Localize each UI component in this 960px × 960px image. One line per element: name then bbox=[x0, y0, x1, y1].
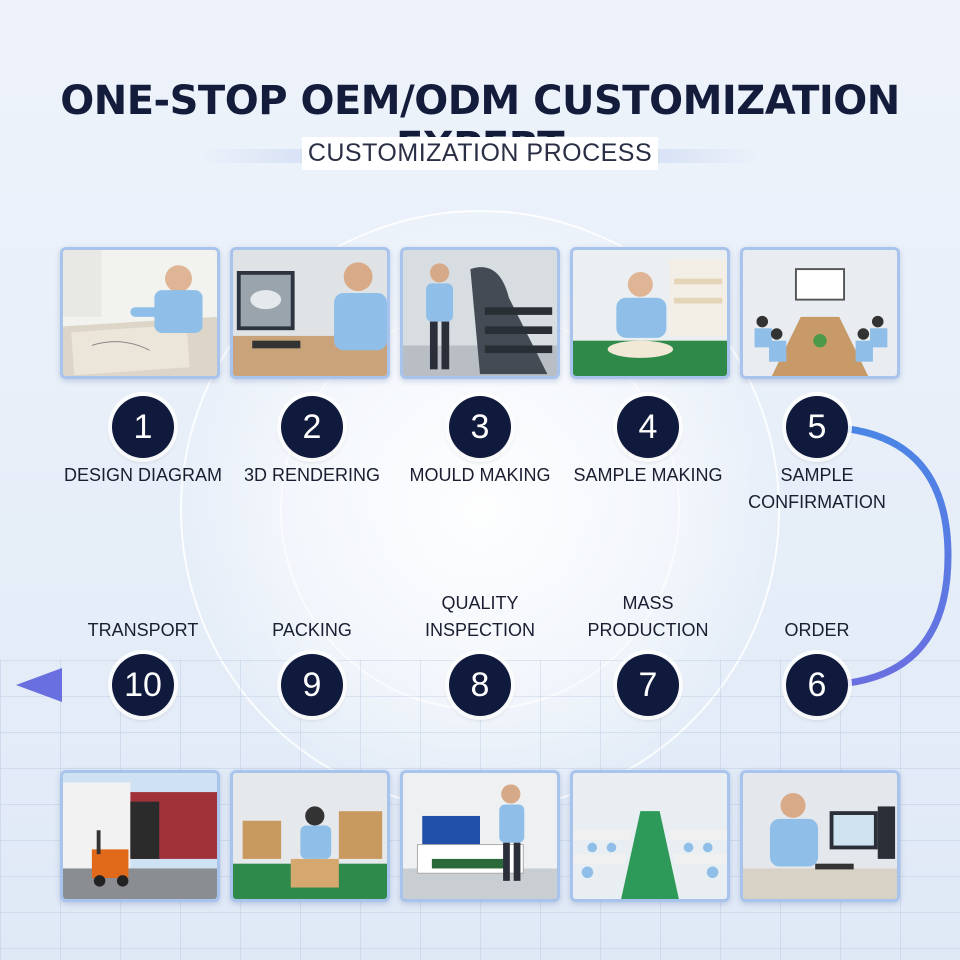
step-1-number: 1 bbox=[112, 396, 174, 458]
factory-floor-photo bbox=[570, 770, 730, 902]
flow-arrowhead bbox=[16, 668, 62, 702]
step-3-label-line: MOULD MAKING bbox=[409, 465, 551, 485]
step-4-number: 4 bbox=[617, 396, 679, 458]
flow-line-curve bbox=[817, 423, 952, 689]
step-10-number: 10 bbox=[112, 654, 174, 716]
step-7-label: MASS PRODUCTION bbox=[548, 590, 748, 644]
step-4-label: SAMPLE MAKING bbox=[548, 462, 748, 489]
step-6-number: 6 bbox=[786, 654, 848, 716]
mould-machine-photo bbox=[400, 247, 560, 379]
step-3-label: MOULD MAKING bbox=[380, 462, 580, 489]
step-1-label-line: DESIGN DIAGRAM bbox=[63, 465, 223, 485]
step-2-label-line: 3D RENDERING bbox=[243, 465, 381, 485]
inspection-machine-photo bbox=[400, 770, 560, 902]
step-5-number: 5 bbox=[786, 396, 848, 458]
step-10-label-line: TRANSPORT bbox=[87, 620, 199, 640]
page-subtitle: CUSTOMIZATION PROCESS bbox=[301, 136, 659, 170]
step-8-label-line-2: INSPECTION bbox=[424, 620, 535, 640]
step-5-label-line-1: SAMPLE bbox=[780, 465, 854, 485]
step-5-label: SAMPLE CONFIRMATION bbox=[717, 462, 917, 516]
step-9-label-line: PACKING bbox=[272, 620, 352, 640]
designer-sketching-photo bbox=[60, 247, 220, 379]
step-3-number: 3 bbox=[449, 396, 511, 458]
meeting-room-photo bbox=[740, 247, 900, 379]
step-6-label: ORDER bbox=[717, 617, 917, 644]
step-7-label-line-2: PRODUCTION bbox=[587, 620, 709, 640]
step-9-label: PACKING bbox=[212, 617, 412, 644]
office-computer-photo bbox=[740, 770, 900, 902]
step-2-label: 3D RENDERING bbox=[212, 462, 412, 489]
step-1-label: DESIGN DIAGRAM bbox=[43, 462, 243, 489]
step-7-label-line-1: MASS bbox=[622, 593, 674, 613]
step-4-label-line: SAMPLE MAKING bbox=[573, 465, 723, 485]
step-8-number: 8 bbox=[449, 654, 511, 716]
container-truck-photo bbox=[60, 770, 220, 902]
step-8-label-line-1: QUALITY bbox=[441, 593, 519, 613]
subtitle-banner: CUSTOMIZATION PROCESS bbox=[0, 135, 960, 171]
step-9-number: 9 bbox=[281, 654, 343, 716]
3d-rendering-workstation-photo bbox=[230, 247, 390, 379]
step-8-label: QUALITY INSPECTION bbox=[380, 590, 580, 644]
sample-craftsman-photo bbox=[570, 247, 730, 379]
step-10-label: TRANSPORT bbox=[43, 617, 243, 644]
step-7-number: 7 bbox=[617, 654, 679, 716]
step-5-label-line-2: CONFIRMATION bbox=[748, 492, 886, 512]
step-2-number: 2 bbox=[281, 396, 343, 458]
step-6-label-line: ORDER bbox=[784, 620, 850, 640]
packing-boxes-photo bbox=[230, 770, 390, 902]
